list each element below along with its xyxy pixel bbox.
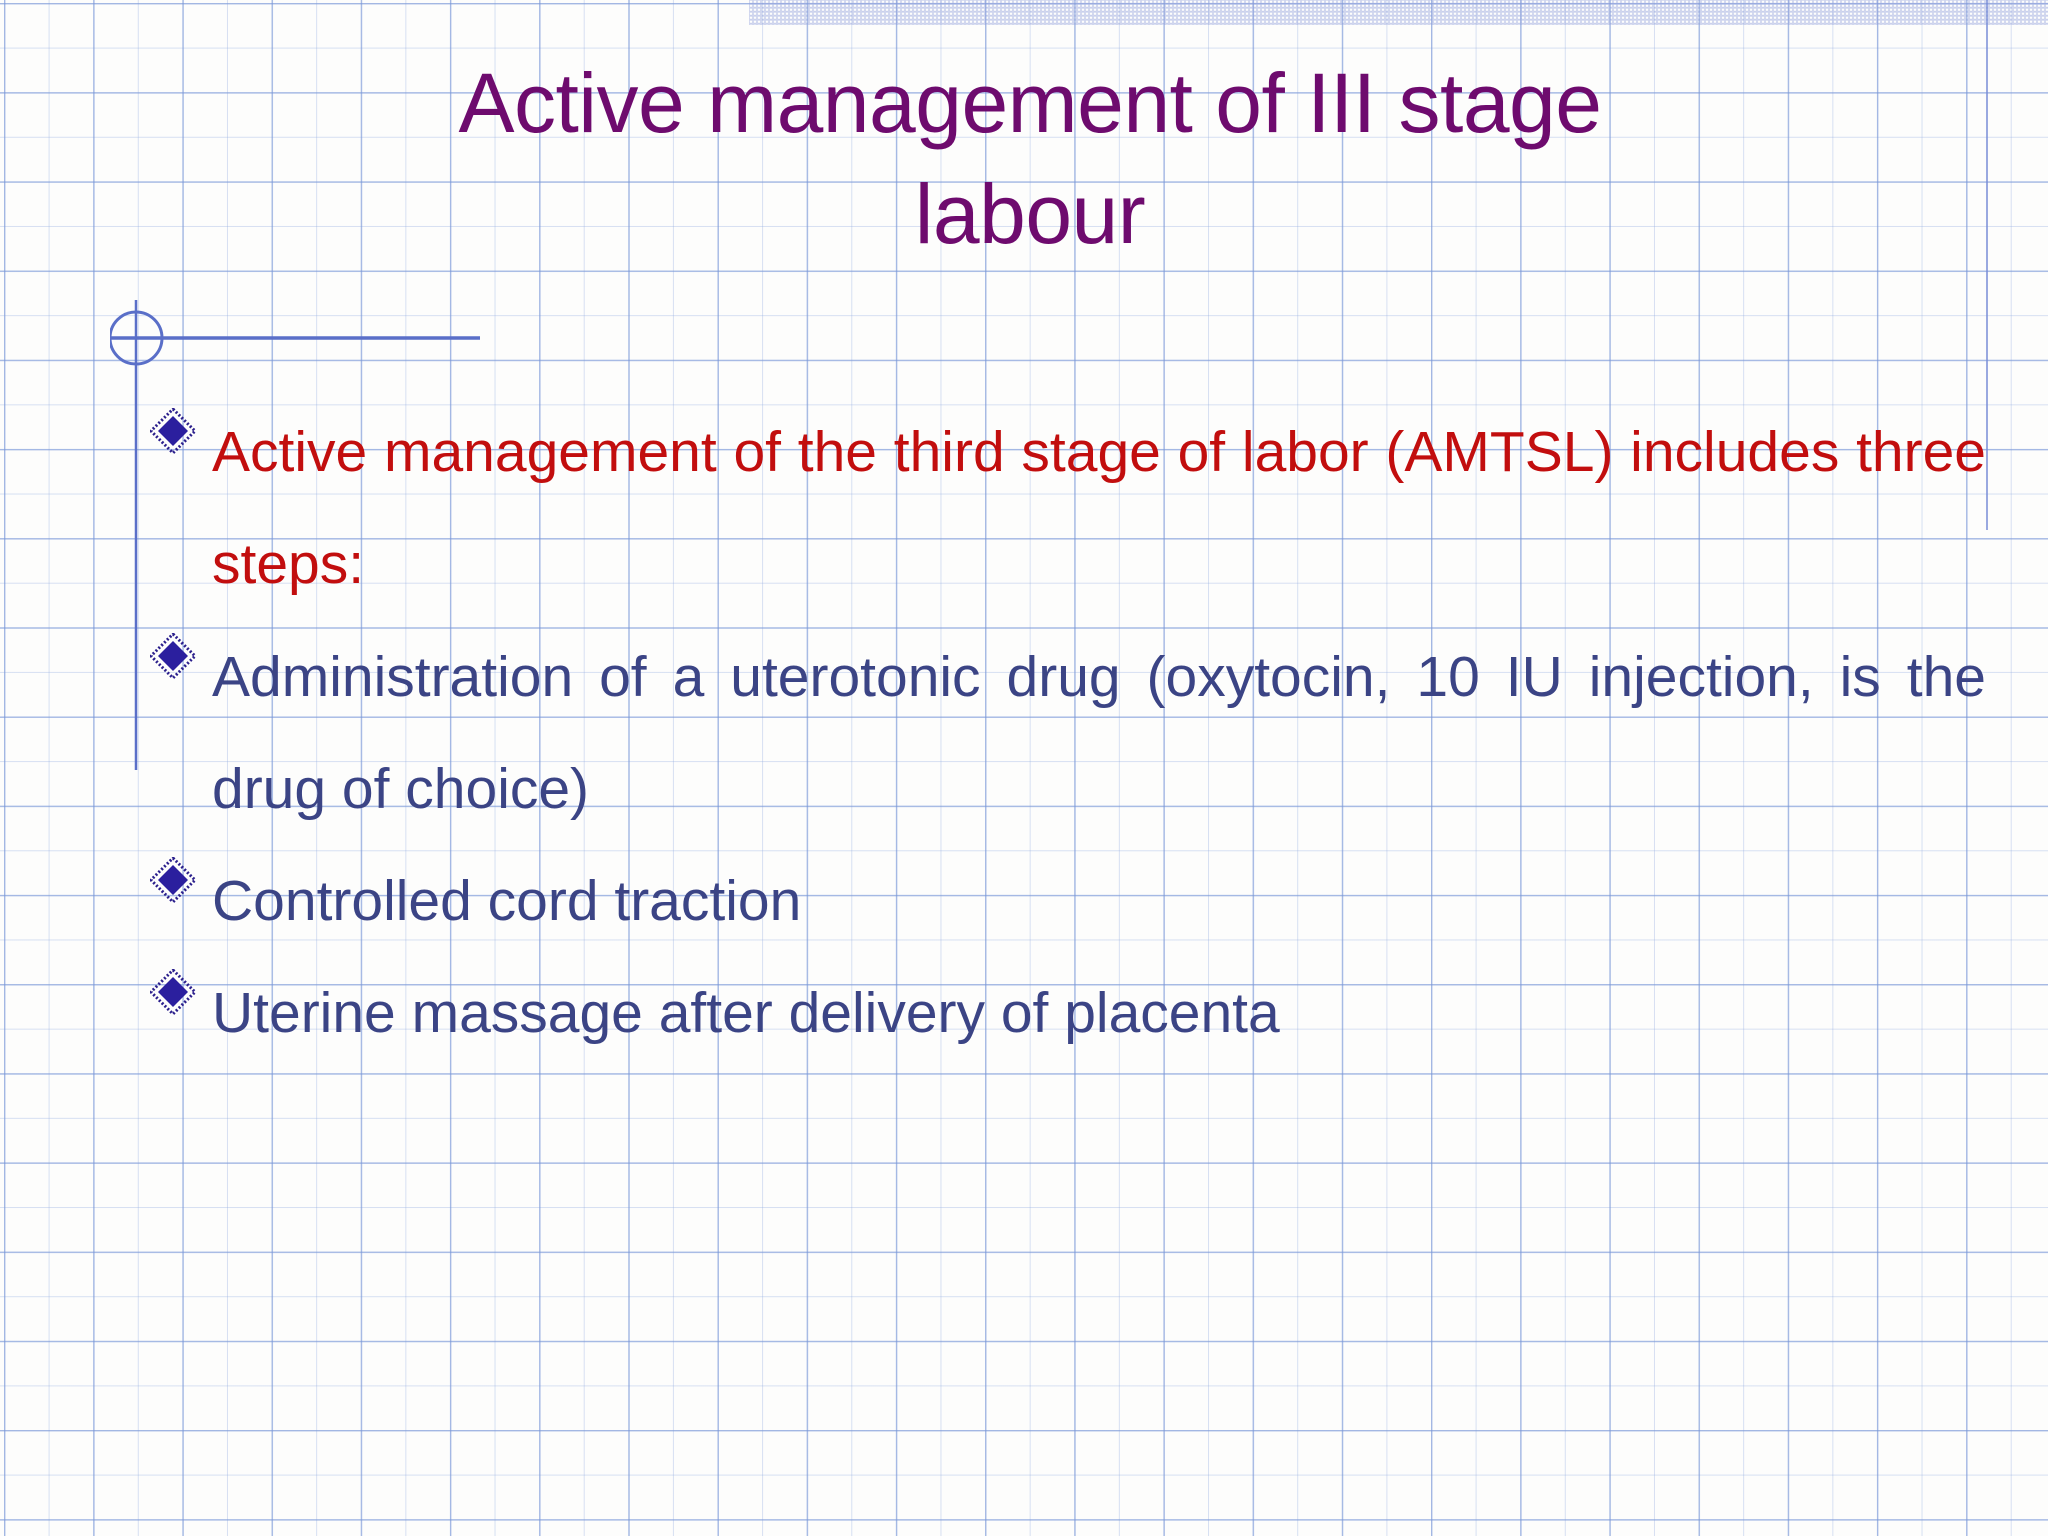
list-item-text: Administration of a uterotonic drug (oxy… — [212, 644, 1986, 821]
list-item: Controlled cord traction — [150, 845, 1986, 957]
list-item-text: Active management of the third stage of … — [212, 420, 1986, 597]
list-item: Active management of the third stage of … — [150, 396, 1986, 621]
bullet-list: Active management of the third stage of … — [150, 396, 1986, 1070]
diamond-bullet-icon — [150, 621, 212, 679]
diamond-bullet-icon — [150, 396, 212, 454]
list-item: Uterine massage after delivery of placen… — [150, 957, 1986, 1069]
diamond-bullet-icon — [150, 957, 212, 1016]
list-item-text: Controlled cord traction — [212, 869, 802, 934]
diamond-bullet-icon — [150, 845, 212, 904]
list-item-text: Uterine massage after delivery of placen… — [212, 981, 1280, 1046]
right-margin-rule — [1986, 0, 1988, 530]
slide-title: Active management of III stage labour — [458, 56, 1602, 261]
list-item: Administration of a uterotonic drug (oxy… — [150, 621, 1986, 846]
top-texture-band — [749, 0, 2048, 25]
